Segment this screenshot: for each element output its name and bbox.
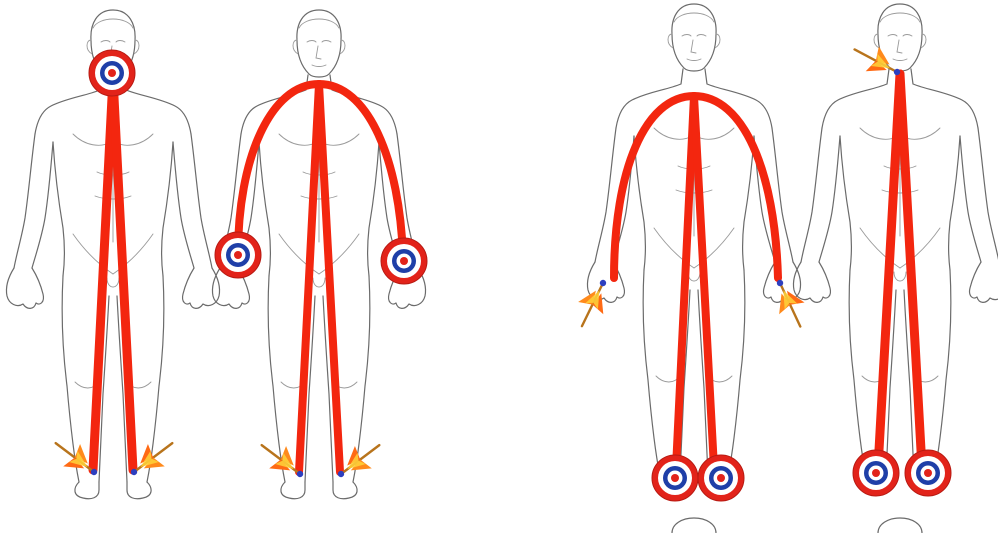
connection-path xyxy=(614,96,778,468)
partial-figures-next-row xyxy=(672,518,922,533)
bullseye-target-icon xyxy=(89,50,135,96)
panel-3 xyxy=(569,4,813,501)
human-figure-outline xyxy=(587,4,800,493)
bullseye-target-icon xyxy=(853,450,899,496)
connection-path xyxy=(878,74,922,468)
arrow-icon xyxy=(569,274,617,332)
connection-path xyxy=(238,84,403,472)
bullseye-target-icon xyxy=(652,455,698,501)
panel-1 xyxy=(6,10,219,499)
panel-2 xyxy=(212,10,427,499)
bullseye-target-icon xyxy=(215,232,261,278)
bullseye-target-icon xyxy=(905,450,951,496)
panel-4 xyxy=(793,4,998,496)
arrow-icon xyxy=(766,274,813,332)
bullseye-target-icon xyxy=(698,455,744,501)
bullseye-target-icon xyxy=(381,238,427,284)
